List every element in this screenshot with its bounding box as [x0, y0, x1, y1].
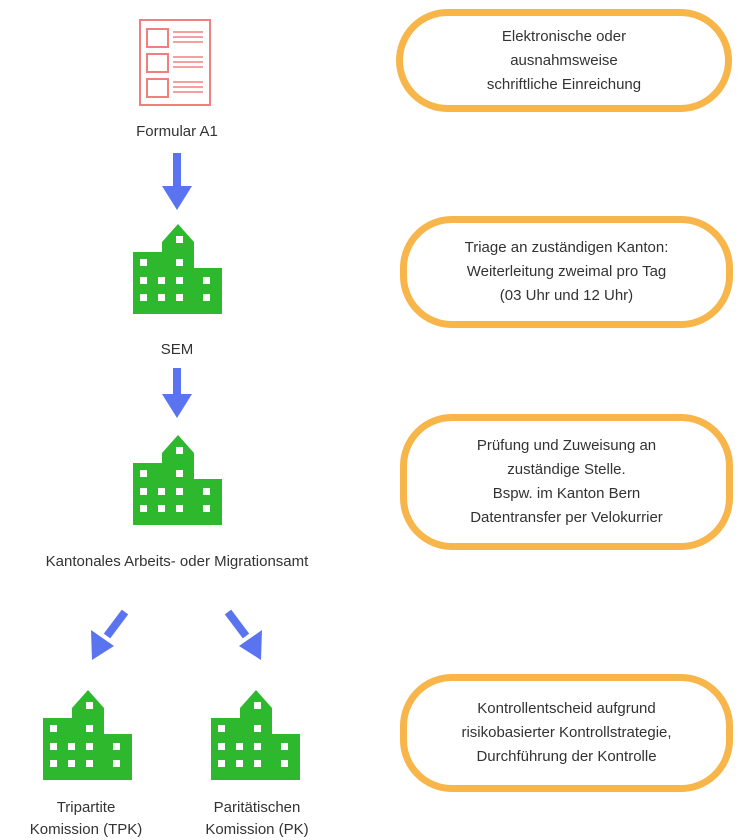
note-line: schriftliche Einreichung	[486, 75, 642, 93]
building-icon	[211, 690, 300, 780]
building-icon	[133, 224, 222, 314]
formular-label: Formular A1	[136, 123, 218, 140]
form-document-icon	[139, 19, 211, 106]
note-box-triage: Triage an zuständigen Kanton: Weiterleit…	[400, 216, 733, 328]
note-line: Prüfung und Zuweisung an	[476, 437, 657, 454]
tpk-label-line: Komission (TPK)	[29, 821, 143, 838]
arrow-down-icon	[162, 153, 192, 210]
kanton-label: Kantonales Arbeits- oder Migrationsamt	[45, 553, 309, 570]
note-line: Elektronische oder	[501, 27, 627, 45]
note-line: (03 Uhr und 12 Uhr)	[499, 287, 634, 304]
pk-label-line: Komission (PK)	[205, 821, 309, 838]
building-icon	[43, 690, 132, 780]
building-icon	[133, 435, 222, 525]
note-line: Bspw. im Kanton Bern	[492, 485, 641, 502]
note-line: Kontrollentscheid aufgrund	[477, 700, 656, 717]
arrow-down-left-icon	[91, 609, 129, 660]
note-line: Weiterleitung zweimal pro Tag	[466, 263, 667, 280]
pk-label-line: Paritätischen	[213, 799, 301, 816]
tpk-label: Tripartite Komission (TPK)	[0, 798, 172, 839]
arrow-down-right-icon	[224, 609, 262, 660]
note-line: ausnahmsweise	[510, 51, 618, 69]
arrow-down-icon	[162, 368, 192, 418]
note-line: Triage an zuständigen Kanton:	[464, 239, 669, 256]
note-box-control: Kontrollentscheid aufgrund risikobasiert…	[400, 674, 733, 792]
note-box-review: Prüfung und Zuweisung an zuständige Stel…	[400, 414, 733, 550]
pk-label: Paritätischen Komission (PK)	[172, 798, 342, 839]
note-line: zuständige Stelle.	[507, 461, 626, 478]
note-line: Durchführung der Kontrolle	[476, 748, 657, 765]
note-line: Datentransfer per Velokurrier	[470, 509, 663, 526]
tpk-label-line: Tripartite	[56, 799, 116, 816]
note-line: risikobasierter Kontrollstrategie,	[461, 724, 672, 741]
note-box-submission: Elektronische oder ausnahmsweise schrift…	[396, 9, 732, 112]
sem-label: SEM	[160, 341, 194, 358]
